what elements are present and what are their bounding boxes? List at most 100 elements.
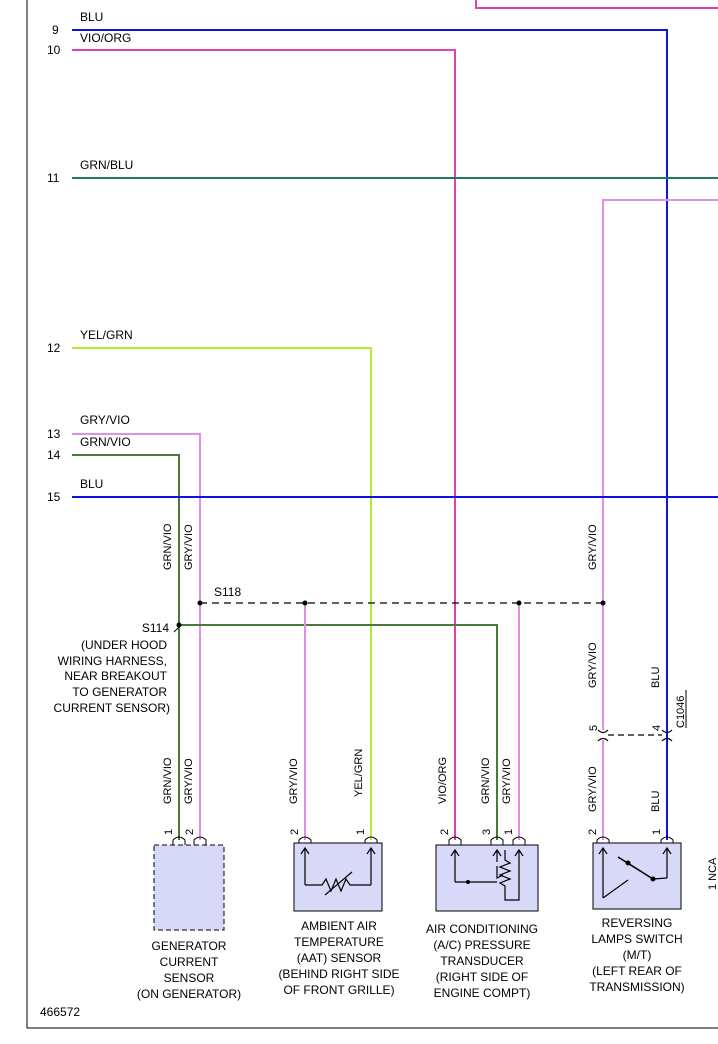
- reversing-caption-1: REVERSING: [602, 916, 673, 930]
- s114-leader: [173, 626, 180, 633]
- wire-top-pink-fragment: [475, 0, 718, 9]
- aat-caption-1: AMBIENT AIR: [301, 919, 377, 933]
- ac-pin-1-terminal: [512, 836, 526, 845]
- ac-pin-2-terminal: [448, 836, 462, 845]
- wire-gry-vio-reversing: [602, 199, 718, 730]
- reversing-pin-2-terminal: [596, 836, 610, 843]
- vlabel-grn-vio-upper: GRN/VIO: [162, 523, 174, 570]
- vlabel-gry-vio-generator: GRY/VIO: [183, 758, 195, 804]
- pin-12-label: 12: [47, 341, 61, 355]
- vlabel-gry-vio-ac: GRY/VIO: [501, 758, 513, 804]
- vlabel-yel-grn-aat: YEL/GRN: [353, 749, 365, 797]
- ac-pin-3-terminal: [490, 836, 504, 845]
- reversing-caption-2: LAMPS SWITCH: [591, 932, 682, 946]
- vlabel-grn-vio-ac: GRN/VIO: [480, 757, 492, 804]
- reversing-switch-pivot: [625, 860, 631, 866]
- pin-15-label: 15: [47, 490, 61, 504]
- ac-caption-4: (RIGHT SIDE OF: [436, 970, 528, 984]
- s114-location-note: (UNDER HOOD WIRING HARNESS, NEAR BREAKOU…: [54, 638, 170, 715]
- aat-arrow-right: [366, 846, 376, 885]
- generator-pin-1-terminal: [172, 836, 186, 845]
- ac-ground-dot: [466, 880, 470, 884]
- reversing-switch-body: [592, 842, 682, 910]
- vlabel-vio-org-ac: VIO/ORG: [437, 757, 449, 804]
- pin-14-label: 14: [47, 448, 61, 462]
- ac-caption-1: AIR CONDITIONING: [426, 922, 538, 936]
- aat-pin-2-terminal: [298, 836, 312, 843]
- vlabel-grn-vio-generator: GRN/VIO: [162, 757, 174, 804]
- s114-label: S114: [142, 621, 169, 635]
- pin-13-label: 13: [47, 427, 61, 441]
- c1046-pin-5-symbol: [597, 729, 609, 742]
- s114-note-line-1: (UNDER HOOD: [81, 638, 167, 652]
- reversing-caption-5: TRANSMISSION): [589, 980, 684, 994]
- wire-9-color-label: BLU: [80, 10, 103, 24]
- pin-10-label: 10: [47, 43, 61, 57]
- wire-10-color-label: VIO/ORG: [80, 31, 131, 45]
- reversing-switch-link: [652, 877, 668, 880]
- pin-9-label: 9: [52, 23, 59, 37]
- aat-caption-2: TEMPERATURE: [294, 935, 384, 949]
- aat-caption-3: (AAT) SENSOR: [297, 951, 382, 965]
- aat-caption-4: (BEHIND RIGHT SIDE: [278, 967, 399, 981]
- reversing-pin-2-label: 2: [587, 829, 599, 835]
- c1046-name: C1046: [675, 696, 687, 728]
- aat-pin-1-label: 1: [355, 829, 367, 835]
- edge-fragment-text: 1 NCA: [707, 857, 718, 890]
- generator-caption-1: GENERATOR: [152, 939, 227, 953]
- reversing-switch-contact: [617, 856, 654, 880]
- s114-note-line-3: NEAR BREAKOUT: [64, 669, 167, 683]
- s118-dot-d: [600, 600, 606, 606]
- ac-arrow-right: [514, 848, 524, 857]
- wire-15-color-label: BLU: [80, 477, 103, 491]
- reversing-caption-3: (M/T): [623, 948, 652, 962]
- reversing-arrow-left: [598, 846, 608, 898]
- ac-arrow-center: [492, 848, 502, 862]
- wire-10-vio-org: [72, 49, 456, 840]
- s114-note-line-2: WIRING HARNESS,: [58, 654, 167, 668]
- generator-sensor-body: [153, 844, 225, 931]
- c1046-pin-4-symbol: [661, 729, 673, 742]
- s118-dot-b: [302, 600, 308, 606]
- aat-pin-2-label: 2: [289, 829, 301, 835]
- pin-11-label: 11: [47, 171, 60, 185]
- wire-12-color-label: YEL/GRN: [80, 328, 133, 342]
- figure-id: 466572: [40, 1005, 80, 1019]
- s114-note-line-5: CURRENT SENSOR): [54, 701, 170, 715]
- ac-caption-3: TRANSDUCER: [440, 954, 524, 968]
- wire-11-color-label: GRN/BLU: [80, 158, 133, 172]
- ac-wiper-arrow: [496, 866, 504, 879]
- aat-thermistor-slash: [324, 871, 353, 896]
- ac-caption-5: ENGINE COMPT): [434, 986, 531, 1000]
- generator-current-sensor[interactable]: 1 2 GENERATOR CURRENT SENSOR (ON GENERAT…: [137, 829, 241, 1001]
- generator-pin-2-label: 2: [184, 829, 196, 835]
- generator-caption-2: CURRENT: [160, 955, 219, 969]
- vlabel-blu-lower: BLU: [650, 791, 662, 812]
- vlabel-gry-vio-reversing-upper: GRY/VIO: [587, 524, 599, 570]
- ac-pin-2-label: 2: [439, 829, 451, 835]
- vlabel-gry-vio-reversing-lower: GRY/VIO: [587, 766, 599, 812]
- c1046-pin-4-label: 4: [651, 725, 663, 731]
- generator-caption-4: (ON GENERATOR): [137, 987, 241, 1001]
- aat-pin-1-terminal: [364, 836, 378, 843]
- vlabel-blu-mid: BLU: [650, 667, 662, 688]
- reversing-switch-line: [602, 879, 629, 899]
- wire-grn-vio-to-ac: [179, 624, 498, 840]
- s114-dot: [176, 622, 182, 628]
- wire-9-blu: [72, 29, 668, 840]
- vlabel-gry-vio-aat: GRY/VIO: [288, 758, 300, 804]
- aat-sensor[interactable]: 2 1 AMBIENT AIR TEMPERATURE (AAT) SENSOR…: [278, 829, 399, 997]
- reversing-caption-4: (LEFT REAR OF: [592, 964, 682, 978]
- wire-14-color-label: GRN/VIO: [80, 435, 131, 449]
- reversing-arrow-right: [662, 846, 672, 878]
- ac-arrow-left: [450, 848, 460, 882]
- reversing-lamps-switch[interactable]: 2 1 REVERSING LAMPS SWITCH (M/T) (LEFT R…: [587, 829, 685, 994]
- s118-label: S118: [214, 585, 241, 599]
- wire-12-yel-grn: [72, 347, 372, 840]
- ac-pin-1-label: 1: [503, 829, 515, 835]
- ac-pressure-transducer[interactable]: 2 3 1 AIR CONDITIONING (A/C) PRESSURE TR…: [426, 829, 539, 1000]
- connector-c1046: 5 4 C1046: [588, 690, 687, 742]
- aat-caption-5: OF FRONT GRILLE): [283, 983, 394, 997]
- s114-note-line-4: TO GENERATOR: [72, 685, 167, 699]
